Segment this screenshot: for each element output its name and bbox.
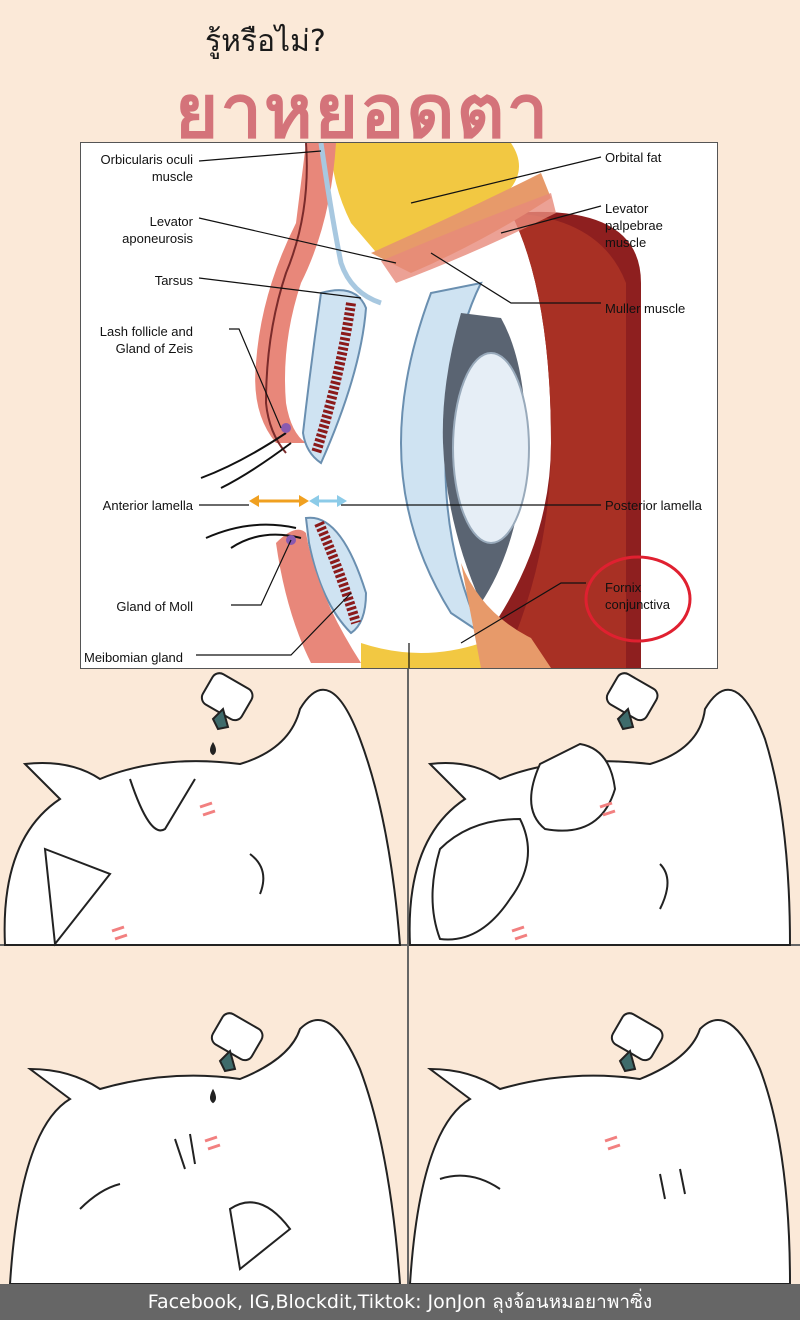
eyelid-anatomy-diagram: Orbicularis oculi muscle Levator aponeur…: [80, 142, 718, 669]
eye-drop-bottle-1: [200, 672, 254, 756]
eye-drop-bottle-2: [605, 672, 659, 731]
fornix-highlight-circle: [584, 555, 692, 643]
label-levator-palpebrae: Levator palpebrae muscle: [605, 201, 663, 250]
eye-drop-bottle-3: [210, 1012, 264, 1104]
cat-panel-2: [408, 688, 792, 946]
footer-credit: Facebook, IG,Blockdit,Tiktok: JonJon ลุง…: [0, 1284, 800, 1320]
cat-panel-4: [408, 1019, 792, 1284]
eyelid-illustration: [196, 143, 692, 668]
label-fornix-conjunctiva: Fornix conjunctiva: [605, 580, 671, 612]
label-orbital-fat: Orbital fat: [605, 150, 662, 165]
label-gland-moll: Gland of Moll: [116, 599, 193, 614]
label-lash-follicle: Lash follicle and Gland of Zeis: [99, 324, 193, 356]
cat-panel-3: [8, 1019, 402, 1284]
cat-panel-1: [3, 688, 402, 947]
label-tarsus: Tarsus: [154, 273, 193, 288]
label-orbicularis: Orbicularis oculi muscle: [100, 152, 193, 184]
anterior-lamella-arrow: [249, 495, 309, 507]
eye-drop-bottle-4: [610, 1012, 664, 1073]
comic-panels: [0, 669, 800, 1284]
page-title: ยาหยอดตา: [175, 69, 551, 155]
subtitle: รู้หรือไม่?: [205, 24, 326, 59]
label-anterior-lamella: Anterior lamella: [102, 498, 193, 513]
posterior-lamella-arrow: [309, 495, 347, 507]
label-meibomian-gland: Meibomian gland: [84, 650, 184, 665]
label-levator-aponeurosis: Levator aponeurosis: [122, 214, 193, 246]
label-muller-muscle: Muller muscle: [605, 301, 686, 316]
label-posterior-lamella: Posterior lamella: [605, 498, 702, 513]
